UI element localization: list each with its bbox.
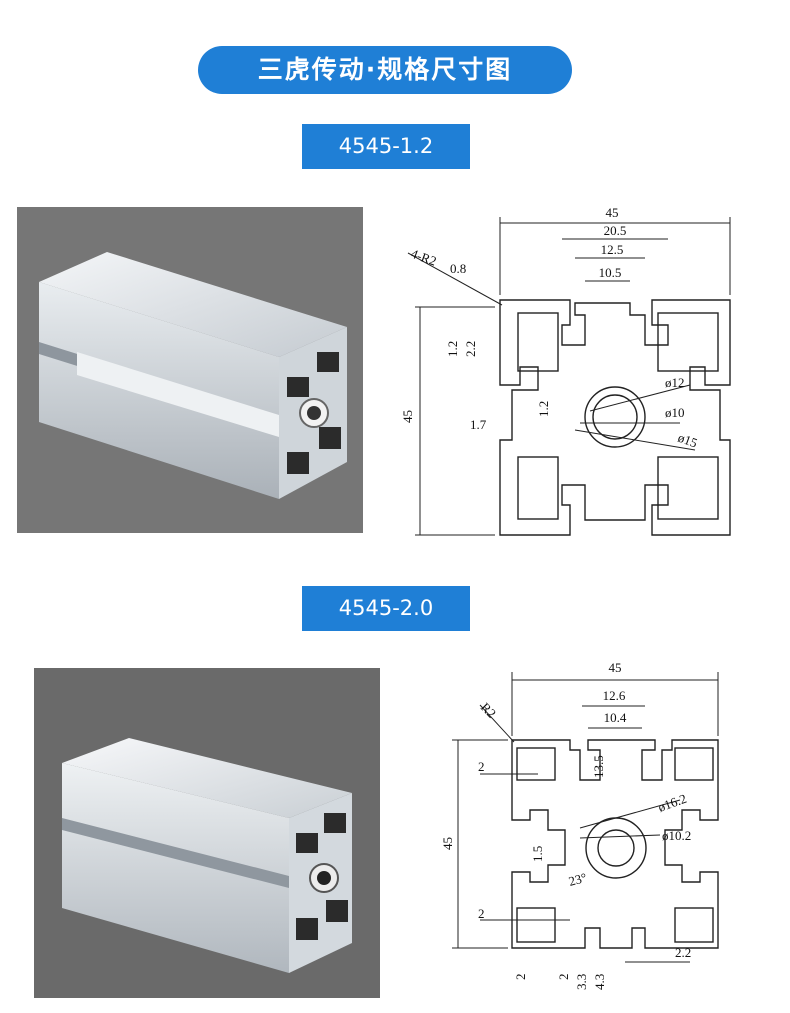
dim-2-a: 2 (478, 759, 485, 774)
dim-1-7: 1.7 (470, 417, 487, 432)
dim-10-5: 10.5 (599, 265, 622, 280)
page-title: 三虎传动·规格尺寸图 (198, 46, 572, 94)
dim-phi-16-2: ø16.2 (656, 791, 689, 815)
dim-0-8: 0.8 (450, 261, 466, 276)
dim-radius-1: 4-R2 (409, 246, 439, 269)
aluminium-profile-image-2 (62, 738, 352, 973)
product-photo-4545-1-2 (17, 207, 363, 533)
profile-cross-section-1: 45 20.5 12.5 10.5 4-R2 0.8 1.2 2.2 1.2 1… (400, 205, 731, 536)
product-photo-4545-2-0 (34, 668, 380, 998)
aluminium-profile-image (39, 252, 347, 499)
dim-1-2-a: 1.2 (445, 341, 460, 357)
dim-phi-12: ø12 (665, 375, 685, 390)
dim-height-1: 45 (400, 410, 415, 423)
dim-phi-10: ø10 (665, 405, 685, 420)
section-label-4545-2-0: 4545-2.0 (302, 586, 470, 631)
dim-2-c: 2 (513, 974, 528, 981)
dim-2-2: 2.2 (463, 341, 478, 357)
dim-3-3: 3.3 (574, 974, 589, 990)
profile-cross-section-2: 45 12.6 10.4 R2 13.5 2 45 ø16.2 ø10.2 1.… (440, 660, 719, 990)
dim-2-d: 2 (556, 974, 571, 981)
dim-13-5: 13.5 (591, 755, 606, 778)
section-label-4545-1-2: 4545-1.2 (302, 124, 470, 169)
dim-width-1: 45 (606, 205, 619, 220)
dim-12-6: 12.6 (603, 688, 626, 703)
dim-10-4: 10.4 (604, 710, 627, 725)
dim-angle-23: 23° (567, 870, 588, 889)
dim-1-5: 1.5 (530, 846, 545, 862)
dim-1-2-b: 1.2 (536, 401, 551, 417)
dim-12-5: 12.5 (601, 242, 624, 257)
dim-20-5: 20.5 (604, 223, 627, 238)
dim-2-b: 2 (478, 906, 485, 921)
dim-radius-2: R2 (478, 700, 499, 721)
dimension-drawing-4545-2-0: 45 12.6 10.4 R2 13.5 2 45 ø16.2 ø10.2 1.… (420, 650, 780, 1005)
dim-2-2-b: 2.2 (675, 945, 691, 960)
dim-height-2: 45 (440, 837, 455, 850)
dim-width-2: 45 (609, 660, 622, 675)
dim-phi-10-2: ø10.2 (662, 828, 691, 843)
dimension-drawing-4545-1-2: 45 20.5 12.5 10.5 4-R2 0.8 1.2 2.2 1.2 1… (390, 195, 760, 545)
dim-4-3: 4.3 (592, 974, 607, 990)
dim-phi-15: ø15 (676, 430, 699, 451)
